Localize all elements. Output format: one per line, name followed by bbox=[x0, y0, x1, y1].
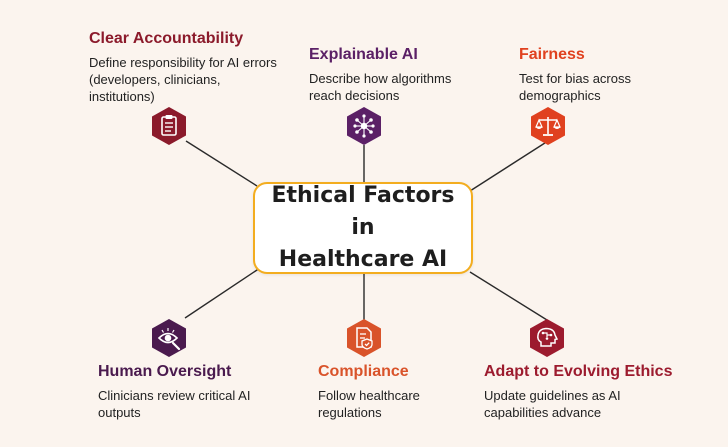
factor-title: Human Oversight bbox=[98, 363, 232, 380]
document-shield-icon bbox=[345, 318, 383, 358]
factor-description: Define responsibility for AI errors (dev… bbox=[89, 55, 277, 104]
balance-scale-icon bbox=[529, 106, 567, 146]
factor-compliance: Compliance Follow healthcare regulations bbox=[318, 362, 468, 421]
factor-human-oversight: Human Oversight Clinicians review critic… bbox=[98, 362, 268, 421]
central-topic-box: Ethical Factors in Healthcare AI bbox=[253, 182, 473, 274]
factor-adapt-evolving-ethics: Adapt to Evolving Ethics Update guidelin… bbox=[484, 362, 684, 421]
connector-fairness bbox=[469, 140, 549, 192]
factor-title: Adapt to Evolving Ethics bbox=[484, 363, 673, 380]
factor-clear-accountability: Clear Accountability Define responsibili… bbox=[89, 29, 279, 105]
factor-fairness: Fairness Test for bias across demographi… bbox=[519, 45, 669, 104]
connector-evolving bbox=[469, 271, 548, 321]
factor-title: Fairness bbox=[519, 46, 585, 63]
factor-description: Test for bias across demographics bbox=[519, 71, 631, 103]
factor-description: Describe how algorithms reach decisions bbox=[309, 71, 452, 103]
factor-description: Follow healthcare regulations bbox=[318, 388, 420, 420]
factor-title: Clear Accountability bbox=[89, 30, 244, 47]
factor-title: Explainable AI bbox=[309, 46, 418, 63]
factor-explainable-ai: Explainable AI Describe how algorithms r… bbox=[309, 45, 479, 104]
neural-network-icon bbox=[345, 106, 383, 146]
central-topic-line-2: Healthcare AI bbox=[278, 247, 448, 272]
factor-title: Compliance bbox=[318, 363, 409, 380]
central-topic-title: Ethical Factors in Healthcare AI bbox=[263, 180, 463, 276]
factor-description: Update guidelines as AI capabilities adv… bbox=[484, 388, 621, 420]
connector-accountability bbox=[185, 140, 258, 187]
central-topic-line-1: Ethical Factors in bbox=[271, 183, 455, 240]
eye-magnifier-icon bbox=[150, 318, 188, 358]
factor-description: Clinicians review critical AI outputs bbox=[98, 388, 251, 420]
connector-oversight bbox=[184, 267, 261, 319]
ai-brain-icon bbox=[528, 318, 566, 358]
clipboard-checklist-icon bbox=[150, 106, 188, 146]
